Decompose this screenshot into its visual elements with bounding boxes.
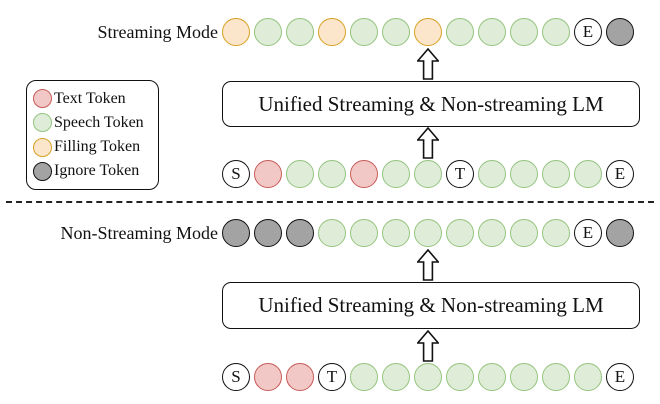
ignore-token — [606, 219, 634, 247]
speech-token — [446, 219, 474, 247]
legend-label: Text Token — [54, 89, 126, 107]
speech-token — [350, 363, 378, 391]
speech-token — [542, 160, 570, 188]
speech-token — [510, 160, 538, 188]
speech-token — [414, 363, 442, 391]
token-e-marker: E — [606, 363, 634, 391]
speech-token — [446, 363, 474, 391]
token-e-marker: E — [606, 160, 634, 188]
speech-token — [382, 160, 410, 188]
speech-token — [478, 18, 506, 46]
speech-token — [414, 160, 442, 188]
token-t-marker: T — [318, 363, 346, 391]
speech-token — [382, 219, 410, 247]
speech-token — [414, 219, 442, 247]
non-streaming-output-token-row: E — [222, 219, 634, 247]
ignore-token — [606, 18, 634, 46]
non-streaming-lm-box: Unified Streaming & Non-streaming LM — [222, 282, 640, 329]
streaming-lm-box: Unified Streaming & Non-streaming LM — [222, 81, 640, 127]
speech-token — [574, 363, 602, 391]
speech-token — [286, 18, 314, 46]
speech-token — [382, 18, 410, 46]
speech-token — [542, 18, 570, 46]
text-token — [350, 160, 378, 188]
speech-token — [510, 18, 538, 46]
token-e-marker: E — [574, 18, 602, 46]
speech-token — [510, 363, 538, 391]
up-arrow-icon — [417, 330, 439, 362]
up-arrow-icon — [417, 48, 439, 80]
ignore-token — [222, 219, 250, 247]
section-divider — [6, 201, 654, 203]
streaming-mode-label: Streaming Mode — [97, 22, 218, 42]
up-arrow-icon — [417, 249, 439, 281]
speech-token — [286, 160, 314, 188]
legend-label: Filling Token — [54, 138, 141, 156]
text-token — [254, 160, 282, 188]
streaming-lm-label: Unified Streaming & Non-streaming LM — [258, 91, 604, 116]
non-streaming-mode-label: Non-Streaming Mode — [60, 223, 218, 243]
speech-token — [478, 363, 506, 391]
legend-label: Speech Token — [54, 113, 144, 131]
legend-item-text: Text Token — [33, 89, 156, 109]
text-token — [286, 363, 314, 391]
token-t-marker: T — [446, 160, 474, 188]
ignore-token — [286, 219, 314, 247]
text-token-icon — [33, 89, 52, 109]
speech-token — [318, 219, 346, 247]
speech-token — [254, 18, 282, 46]
filling-token — [222, 18, 250, 46]
speech-token — [542, 219, 570, 247]
speech-token — [318, 160, 346, 188]
speech-token — [478, 219, 506, 247]
streaming-output-token-row: E — [222, 18, 634, 46]
legend-item-speech: Speech Token — [33, 113, 156, 133]
legend-item-filling: Filling Token — [33, 137, 156, 157]
speech-token — [350, 18, 378, 46]
token-s-marker: S — [222, 160, 250, 188]
text-token — [254, 363, 282, 391]
filling-token — [414, 18, 442, 46]
ignore-token — [254, 219, 282, 247]
speech-token — [478, 160, 506, 188]
filling-token-icon — [33, 137, 52, 157]
ignore-token-icon — [33, 161, 52, 181]
up-arrow-icon — [417, 127, 439, 159]
token-s-marker: S — [222, 363, 250, 391]
legend-item-ignore: Ignore Token — [33, 161, 156, 181]
speech-token — [574, 160, 602, 188]
speech-token — [446, 18, 474, 46]
filling-token — [318, 18, 346, 46]
token-e-marker: E — [574, 219, 602, 247]
speech-token — [542, 363, 570, 391]
legend-label: Ignore Token — [54, 162, 140, 180]
non-streaming-lm-label: Unified Streaming & Non-streaming LM — [258, 293, 604, 317]
speech-token-icon — [33, 113, 52, 133]
speech-token — [350, 219, 378, 247]
speech-token — [382, 363, 410, 391]
speech-token — [510, 219, 538, 247]
